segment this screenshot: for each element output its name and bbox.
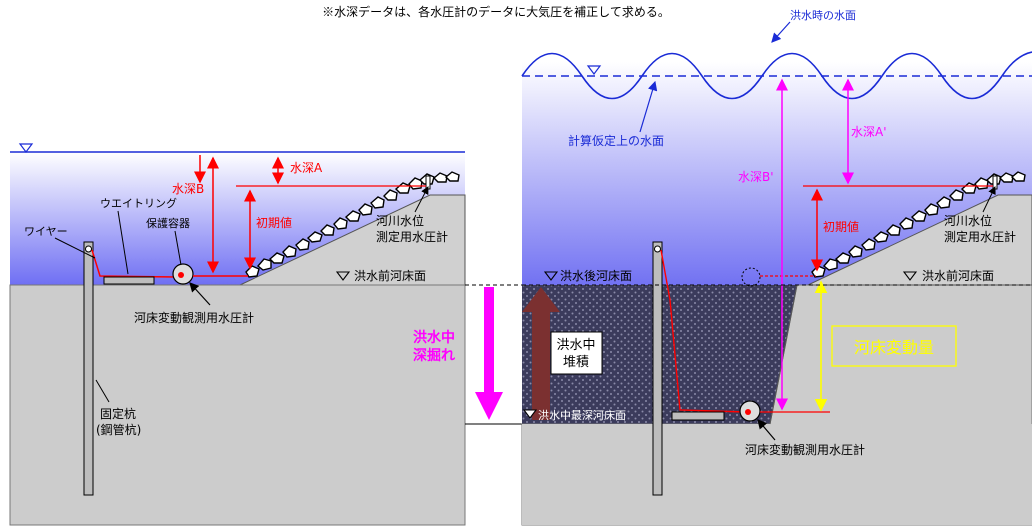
wire-label: ワイヤー: [24, 225, 68, 238]
left-riprap: [245, 171, 460, 278]
left-water-level-mark-icon: [18, 143, 34, 153]
post-flood-mark-icon: [543, 271, 559, 281]
right-panel: 洪水時の水面 計算仮定上の水面 水深A' 水深B' 初期値 河床変動量: [521, 8, 1032, 526]
right-river-gauge-label-2: 測定用水圧計: [944, 229, 1016, 244]
left-pre-flood-mark-icon: [335, 271, 351, 281]
post-flood-label: 洪水後河床面: [560, 269, 632, 283]
left-weight-ring: [103, 276, 155, 285]
weight-ring-leader: [117, 210, 129, 275]
left-initial-label: 初期値: [256, 215, 292, 230]
bed-change-box: [831, 325, 957, 367]
pile-leader: [95, 379, 110, 403]
flood-surface-leader: [771, 21, 791, 43]
deposition-label-2: 堆積: [563, 355, 589, 370]
scour-arrow-icon: [475, 287, 503, 420]
original-gauge-position-icon: [741, 267, 761, 287]
left-gauge-pointer: [189, 282, 211, 306]
right-pile-ring-icon: [654, 245, 661, 253]
assumed-surface-label: 計算仮定上の水面: [568, 133, 664, 148]
right-bed-gauge-label: 河床変動観測用水圧計: [745, 442, 865, 457]
right-wire: [660, 249, 746, 413]
right-pre-flood-mark-icon: [902, 271, 918, 281]
deposition-box: [550, 331, 603, 375]
deepest-mark-icon: [522, 409, 538, 419]
right-water-level-mark-icon: [586, 65, 602, 75]
deposition-label-1: 洪水中: [556, 338, 595, 353]
left-river-gauge-leader: [414, 186, 429, 213]
right-weight-ring: [671, 411, 725, 421]
wire-leader: [54, 237, 96, 259]
left-bed-gauge-label: 河床変動観測用水圧計: [134, 310, 254, 325]
deepest-bed-label: 洪水中最深河床面: [538, 408, 626, 422]
left-bed-gauge-dot: [178, 272, 184, 278]
left-panel: 水深A 水深B 初期値 ウエイトリング 保護容器 ワイヤー 河川水位 測定用水圧…: [9, 143, 466, 526]
left-pile-ring-icon: [85, 245, 92, 253]
right-ground-lower: [522, 424, 1032, 525]
flood-wave-surface: [521, 51, 1032, 100]
right-pre-flood-label: 洪水前河床面: [922, 268, 994, 283]
scour-label-1: 洪水中: [413, 329, 455, 346]
bed-change-label: 河床変動量: [854, 338, 934, 357]
left-fixed-pile: [83, 241, 94, 496]
right-depth-b-prime-label: 水深B': [738, 170, 774, 184]
pile-label-2: (鋼管杭): [96, 422, 141, 437]
assumed-surface-leader: [639, 80, 658, 133]
left-river-gauge-label-2: 測定用水圧計: [376, 229, 448, 244]
deposition-arrow-icon: [522, 287, 560, 420]
right-river-gauge-label-1: 河川水位: [944, 213, 992, 228]
right-fixed-pile: [652, 241, 663, 496]
left-depth-a-label: 水深A: [290, 161, 323, 175]
left-river-gauge-label-1: 河川水位: [376, 213, 424, 228]
right-depth-a-prime-label: 水深A': [851, 125, 887, 139]
right-gauge-pointer: [757, 419, 776, 441]
middle-scour: 洪水中 深掘れ: [413, 284, 522, 425]
flood-surface-label: 洪水時の水面: [790, 8, 856, 22]
right-bed-gauge-dot: [745, 409, 751, 415]
pile-label-1: 固定杭: [100, 406, 136, 421]
left-pre-flood-label: 洪水前河床面: [354, 268, 426, 283]
left-depth-b-label: 水深B: [172, 182, 204, 196]
weight-ring-label: ウエイトリング: [100, 196, 177, 210]
note-text: ※水深データは、各水圧計のデータに大気圧を補正して求める。: [322, 4, 670, 19]
protective-case-leader: [174, 230, 182, 266]
right-initial-label: 初期値: [823, 219, 859, 234]
protective-case-label: 保護容器: [146, 216, 190, 230]
scour-label-2: 深掘れ: [413, 347, 455, 364]
right-river-gauge-leader: [982, 186, 996, 213]
